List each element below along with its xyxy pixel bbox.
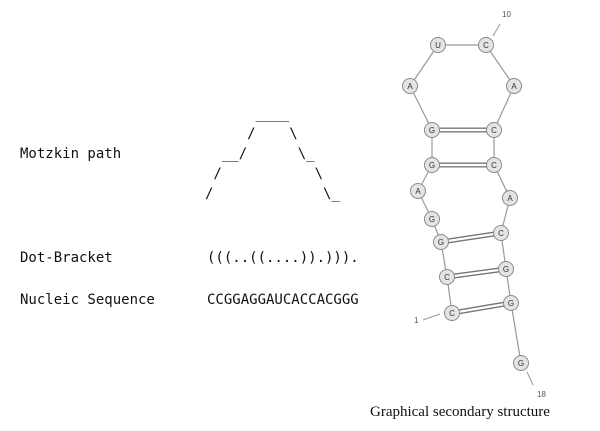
nucleotide-node: C [493, 225, 509, 241]
base-pair-bond [440, 230, 501, 241]
nucleotide-node: G [498, 261, 514, 277]
backbone-link [493, 85, 515, 131]
motzkin-path-label: Motzkin path [20, 146, 122, 162]
nucleotide-node: A [502, 190, 518, 206]
nucleotide-letter: C [491, 126, 497, 135]
mid-tick [492, 23, 501, 37]
motzkin-path-art: ____ / \ __/ \_ / \ / \_ [205, 106, 340, 202]
nucleotide-letter: G [518, 359, 524, 368]
nucleotide-node: C [439, 269, 455, 285]
nucleotide-letter: G [429, 215, 435, 224]
start-number-label: 1 [414, 316, 419, 325]
nucleotide-letter: G [429, 126, 435, 135]
nucleotide-node: C [486, 122, 502, 138]
dot-bracket-label: Dot-Bracket [20, 250, 113, 266]
nucleotide-node: G [503, 295, 519, 311]
nucleotide-node: C [444, 305, 460, 321]
backbone-link [409, 85, 433, 131]
base-pair-bond [446, 266, 506, 276]
nucleotide-letter: G [503, 265, 509, 274]
backbone-link [510, 302, 522, 364]
end-number-label: 18 [537, 390, 546, 399]
nucleotide-node: G [424, 157, 440, 173]
nucleotide-node: G [424, 211, 440, 227]
nucleotide-letter: A [407, 82, 413, 91]
nucleotide-node: G [513, 355, 529, 371]
nucleotide-node: U [430, 37, 446, 53]
nucleotide-letter: C [498, 229, 504, 238]
nucleotide-node: A [410, 183, 426, 199]
dot-bracket-notation: (((..((....)).))). [207, 250, 359, 266]
nucleotide-node: A [402, 78, 418, 94]
nucleotide-letter: G [429, 161, 435, 170]
nucleic-sequence-label: Nucleic Sequence [20, 292, 155, 308]
backbone-link [409, 44, 439, 87]
nucleotide-node: C [478, 37, 494, 53]
nucleic-sequence: CCGGAGGAUCACCACGGG [207, 292, 359, 308]
nucleotide-letter: A [415, 187, 421, 196]
base-pair-bond [452, 304, 512, 316]
backbone-link [485, 44, 515, 87]
nucleotide-letter: G [438, 238, 444, 247]
nucleotide-letter: C [444, 273, 450, 282]
nucleotide-node: G [424, 122, 440, 138]
start-tick [422, 313, 441, 321]
nucleotide-letter: G [508, 299, 514, 308]
nucleotide-letter: C [449, 309, 455, 318]
nucleotide-letter: A [507, 194, 513, 203]
nucleotide-letter: C [491, 161, 497, 170]
nucleotide-node: G [433, 234, 449, 250]
base-pair-bond [441, 234, 502, 245]
nucleotide-node: C [486, 157, 502, 173]
nucleotide-node: A [506, 78, 522, 94]
base-pair-bond [447, 270, 507, 280]
structure-caption: Graphical secondary structure [370, 404, 550, 420]
nucleotide-letter: A [511, 82, 517, 91]
end-tick [526, 371, 534, 386]
base-pair-bond [451, 300, 511, 312]
nucleotide-letter: U [435, 41, 441, 50]
mid-number-label: 10 [502, 10, 511, 19]
nucleotide-letter: C [483, 41, 489, 50]
